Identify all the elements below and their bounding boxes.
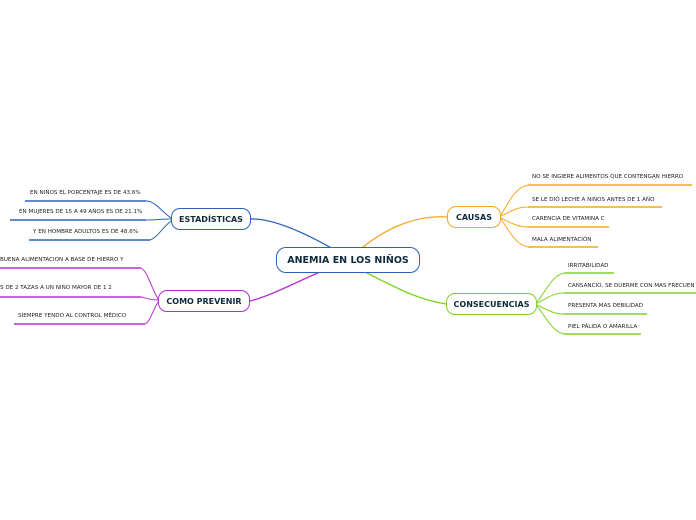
central-topic-label: ANEMIA EN LOS NIÑOS xyxy=(287,254,409,266)
branch-como-prevenir-label: COMO PREVENIR xyxy=(166,296,242,306)
leaf-prevenir-alimentacion[interactable]: BUENA ALIMENTACION A BASE DE HIERRO Y xyxy=(0,257,124,263)
connector-como-prevenir xyxy=(249,271,321,302)
leaf-causas-vitamina[interactable]: CARENCIA DE VITAMINA C xyxy=(532,216,605,222)
connector-prevenir-leaf-2 xyxy=(140,296,159,301)
leaf-causas-hierro[interactable]: NO SE INGIERE ALIMENTOS QUE CONTENGAN HI… xyxy=(532,174,684,180)
branch-causas[interactable]: CAUSAS xyxy=(447,206,501,228)
connector-consecuencias-leaf-3 xyxy=(536,304,565,315)
leaf-consecuencias-debilidad[interactable]: PRESENTA MAS DEBILIDAD xyxy=(568,303,644,309)
connector-causas-leaf-3 xyxy=(500,217,529,228)
branch-consecuencias-label: CONSECUENCIAS xyxy=(453,299,530,309)
leaf-consecuencias-piel[interactable]: PIEL PÁLIDA O AMARILLA xyxy=(568,324,638,330)
connector-estadisticas-leaf-1 xyxy=(145,200,172,219)
leaf-consecuencias-irritabilidad[interactable]: IRRITABILIDAD xyxy=(568,263,609,269)
connector-prevenir-leaf-3 xyxy=(144,301,159,325)
connector-estadisticas xyxy=(249,218,336,251)
leaf-causas-leche[interactable]: SE LE DIÓ LECHE A NIÑOS ANTES DE 1 AÑO xyxy=(532,197,655,203)
connector-estadisticas-leaf-3 xyxy=(149,220,172,241)
connector-causas-leaf-2 xyxy=(500,206,529,217)
connector-causas xyxy=(361,216,448,249)
leaf-estadisticas-ninos[interactable]: EN NIÑOS EL PORCENTAJE ES DE 43.6% xyxy=(30,190,141,196)
connector-consecuencias xyxy=(364,271,447,305)
branch-causas-label: CAUSAS xyxy=(455,212,493,222)
connector-consecuencias-leaf-4 xyxy=(536,305,565,335)
connector-causas-leaf-1 xyxy=(500,184,529,216)
leaf-prevenir-tazas[interactable]: S DE 2 TAZAS A UN NIÑO MAYOR DE 1 2 xyxy=(0,285,112,291)
leaf-estadisticas-mujeres[interactable]: EN MUJERES DE 15 A 49 AÑOS ES DE 21.1% xyxy=(19,209,143,215)
leaf-causas-mala-alimentacion[interactable]: MALA ALIMENTACIÓN xyxy=(532,237,592,243)
connector-causas-leaf-4 xyxy=(500,218,529,248)
branch-estadisticas-label: ESTADÍSTICAS xyxy=(179,214,243,224)
leaf-prevenir-control[interactable]: SIEMPRE YENDO AL CONTROL MÉDICO xyxy=(18,313,127,319)
branch-como-prevenir[interactable]: COMO PREVENIR xyxy=(158,290,250,312)
leaf-estadisticas-hombres[interactable]: Y EN HOMBRE ADULTOS ES DE 48.6% xyxy=(33,229,139,235)
connector-prevenir-leaf-1 xyxy=(140,267,159,300)
connector-estadisticas-leaf-2 xyxy=(145,218,172,221)
branch-estadisticas[interactable]: ESTADÍSTICAS xyxy=(171,208,251,230)
connector-consecuencias-leaf-1 xyxy=(536,272,565,303)
leaf-consecuencias-cansancio[interactable]: CANSANCIO, SE DUERME CON MAS FRECUEN xyxy=(568,283,695,289)
central-topic[interactable]: ANEMIA EN LOS NIÑOS xyxy=(276,247,420,273)
branch-consecuencias[interactable]: CONSECUENCIAS xyxy=(446,293,537,315)
connector-consecuencias-leaf-2 xyxy=(536,292,565,304)
